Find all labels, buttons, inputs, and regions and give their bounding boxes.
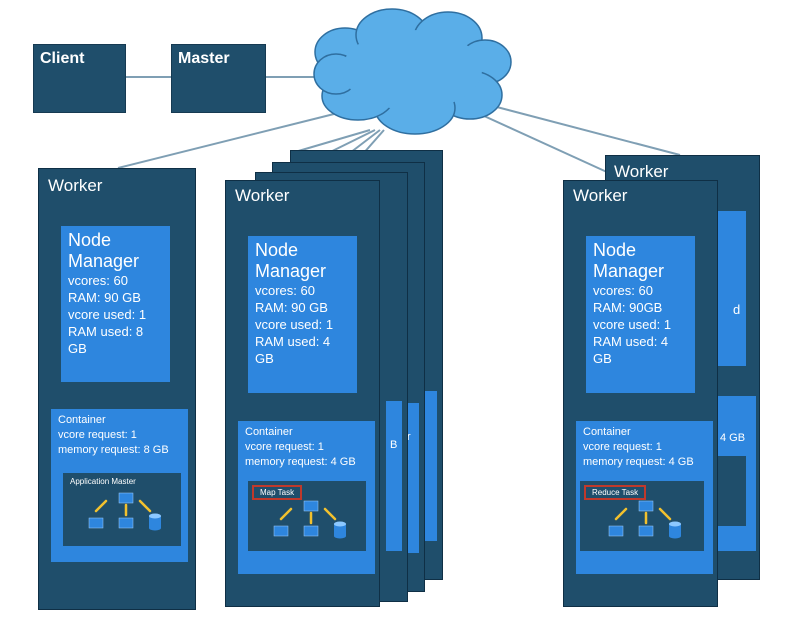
left-arrow-icon bbox=[614, 507, 628, 521]
node-manager-box: Node Manager vcores: 60 RAM: 90 GB vcore… bbox=[248, 236, 357, 393]
left-node-icon bbox=[608, 525, 624, 537]
vcore-used-text: vcore used: 1 bbox=[68, 307, 147, 322]
vcore-request-text: vcore request: 1 bbox=[245, 441, 324, 453]
vcore-request-text: vcore request: 1 bbox=[583, 441, 662, 453]
task-box: Reduce Task bbox=[580, 481, 704, 551]
cloud-icon bbox=[313, 8, 512, 135]
vcores-text: vcores: 60 bbox=[255, 283, 315, 298]
left-node-icon bbox=[88, 517, 104, 529]
left-arrow-icon bbox=[94, 499, 108, 513]
memory-request-text: memory request: 8 GB bbox=[58, 444, 169, 456]
cloud-stack-line-1 bbox=[294, 129, 371, 153]
task-graph bbox=[273, 500, 346, 539]
vcores-text: vcores: 60 bbox=[68, 273, 128, 288]
ram-used-text: RAM used: 4 GB bbox=[593, 334, 669, 366]
top-node-icon bbox=[303, 500, 319, 512]
master-box: Master bbox=[171, 44, 266, 113]
task-label: Application Master bbox=[70, 477, 136, 486]
vcore-request-text: vcore request: 1 bbox=[58, 429, 137, 441]
cloud-right-line-2 bbox=[459, 104, 621, 179]
back-container-strip bbox=[421, 391, 437, 541]
client-box: Client bbox=[33, 44, 126, 113]
back-node-manager-strip bbox=[716, 211, 746, 366]
container-title: Container bbox=[583, 426, 631, 438]
ram-used-text: RAM used: 8 GB bbox=[68, 324, 144, 356]
middle-node-icon bbox=[118, 517, 134, 529]
worker-node-1: Worker Node Manager vcores: 60 RAM: 90 G… bbox=[38, 168, 196, 610]
database-icon bbox=[334, 521, 346, 539]
back-fragment-b: r bbox=[407, 431, 411, 443]
task-graph-icon bbox=[273, 500, 346, 539]
back-fragment-b: B bbox=[390, 439, 398, 451]
task-graph bbox=[88, 492, 161, 531]
task-box: Application Master bbox=[63, 473, 181, 546]
right-arrow-icon bbox=[323, 507, 337, 521]
task-graph bbox=[608, 500, 681, 539]
worker-node-2: Worker Node Manager vcores: 60 RAM: 90 G… bbox=[225, 180, 380, 607]
node-manager-title: Node Manager bbox=[68, 230, 140, 271]
back-fragment-d: d bbox=[733, 302, 741, 317]
cloud-right-line-1 bbox=[469, 99, 681, 156]
database-icon bbox=[149, 513, 161, 531]
container-title: Container bbox=[245, 426, 293, 438]
ram-text: RAM: 90GB bbox=[593, 300, 663, 315]
node-manager-box: Node Manager vcores: 60 RAM: 90GB vcore … bbox=[586, 236, 695, 393]
back-task-strip bbox=[716, 456, 746, 526]
client-label: Client bbox=[40, 50, 85, 67]
task-graph-icon bbox=[608, 500, 681, 539]
right-arrow-icon bbox=[658, 507, 672, 521]
vcores-text: vcores: 60 bbox=[593, 283, 653, 298]
worker-title: Worker bbox=[573, 186, 628, 205]
task-graph-icon bbox=[88, 492, 161, 531]
right-arrow-icon bbox=[138, 499, 152, 513]
worker-title: Worker bbox=[614, 162, 669, 181]
node-manager-title: Node Manager bbox=[593, 240, 665, 281]
container-title: Container bbox=[58, 414, 106, 426]
node-manager-box: Node Manager vcores: 60 RAM: 90 GB vcore… bbox=[61, 226, 170, 382]
ram-used-text: RAM used: 4 GB bbox=[255, 334, 331, 366]
memory-request-text: memory request: 4 GB bbox=[583, 456, 694, 468]
worker-title: Worker bbox=[48, 176, 103, 195]
task-label: Reduce Task bbox=[584, 485, 647, 500]
back-fragment-gb: 4 GB bbox=[720, 432, 746, 444]
ram-text: RAM: 90 GB bbox=[68, 290, 141, 305]
task-label: Map Task bbox=[252, 485, 303, 500]
top-node-icon bbox=[118, 492, 134, 504]
database-icon bbox=[669, 521, 681, 539]
left-arrow-icon bbox=[279, 507, 293, 521]
task-box: Map Task bbox=[248, 481, 366, 551]
vcore-used-text: vcore used: 1 bbox=[255, 317, 334, 332]
worker-title: Worker bbox=[235, 186, 290, 205]
left-node-icon bbox=[273, 525, 289, 537]
cloud-worker1-line bbox=[117, 109, 351, 169]
memory-request-text: memory request: 4 GB bbox=[245, 456, 356, 468]
middle-node-icon bbox=[638, 525, 654, 537]
top-node-icon bbox=[638, 500, 654, 512]
vcore-used-text: vcore used: 1 bbox=[593, 317, 672, 332]
node-manager-title: Node Manager bbox=[255, 240, 327, 281]
worker-node-3: Worker Node Manager vcores: 60 RAM: 90GB… bbox=[563, 180, 718, 607]
ram-text: RAM: 90 GB bbox=[255, 300, 328, 315]
middle-node-icon bbox=[303, 525, 319, 537]
master-label: Master bbox=[178, 50, 230, 67]
back-container-strip bbox=[386, 401, 402, 551]
